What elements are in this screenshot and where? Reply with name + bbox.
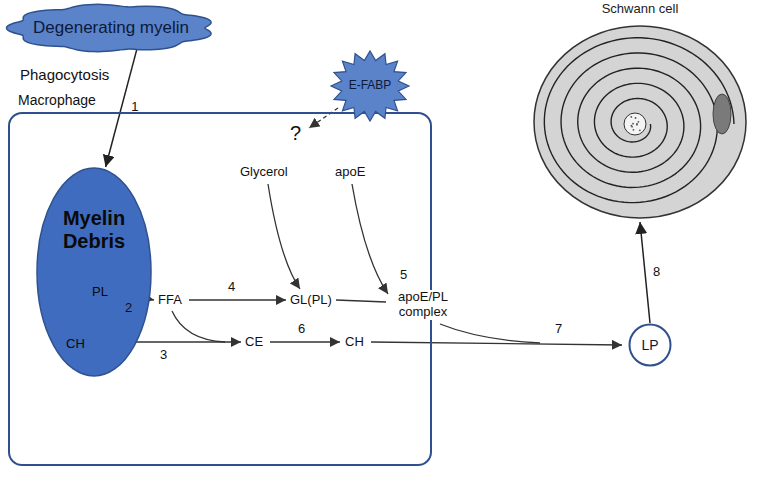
pathway-label: FFA (158, 293, 182, 308)
myelin-debris-ellipse: Myelin DebrisPL CH (36, 167, 152, 377)
pathway-label: apoE (335, 165, 365, 180)
pathway-label: CH (345, 335, 364, 350)
axon-dot (636, 124, 638, 126)
step-number: 3 (160, 348, 167, 363)
lipid-label: PL (92, 285, 108, 300)
axon-dot (630, 125, 632, 127)
step-number: 6 (298, 322, 305, 337)
axon-dot (636, 123, 638, 125)
ch-to-lp-arrow (371, 342, 622, 345)
lipoprotein-circle: LP (628, 323, 672, 367)
step-number: 8 (653, 265, 660, 280)
node-label: LP (641, 337, 658, 353)
axon-dot (639, 129, 641, 131)
axon-dot (630, 116, 632, 118)
step-number: 7 (555, 322, 562, 337)
axon-dot (637, 121, 639, 123)
step-number: 1 (131, 100, 138, 115)
flow-arrow (640, 222, 650, 323)
pathway-label: GL(PL) (290, 293, 332, 308)
cloud-node: Degenerating myelin (4, 2, 218, 54)
pathway-label: CE (245, 335, 263, 350)
lp-shape (630, 325, 671, 366)
axon-dot (632, 123, 634, 125)
myelin-spiral (544, 38, 734, 203)
efabp-dashed-arrow (309, 108, 338, 128)
apoe-arrow (352, 184, 388, 294)
cell-body (534, 26, 746, 218)
macrophage-box: Myelin DebrisPLCHMacrophage (8, 112, 432, 466)
pathway-label: Phagocytosis (20, 66, 109, 83)
glpl-to-complex-line (336, 300, 386, 302)
cell-heading: Schwann cell (530, 2, 750, 17)
ce-to-ch-arrow (270, 341, 340, 342)
glycerol-arrow (268, 184, 300, 289)
node-label: E-FABP (349, 79, 392, 93)
cloud-shape (6, 4, 211, 51)
step-number: 5 (400, 268, 407, 283)
step-number: 2 (125, 301, 132, 316)
schwann-cell-outline (530, 22, 750, 222)
ellipse-title: Myelin Debris (49, 207, 139, 253)
starburst-shape (331, 51, 409, 121)
debris-shape (37, 168, 151, 376)
starburst-node: E-FABP (330, 50, 410, 122)
ffa-to-glpl-arrow (189, 299, 286, 300)
lipid-label: CH (66, 337, 85, 352)
schwann-cell: Schwann cell (530, 22, 750, 222)
ffa-to-ce-line (172, 311, 225, 342)
node-label: Degenerating myelin (33, 18, 189, 38)
box-heading: Macrophage (18, 92, 96, 108)
nucleus (713, 94, 731, 134)
axon-dot (633, 129, 635, 131)
pathway-label: Glycerol (240, 165, 288, 180)
pathway-label: ? (290, 122, 301, 145)
myelin-debris-ellipse-outline (36, 167, 152, 377)
axon-dot (635, 117, 637, 119)
pathway-label: apoE/PL complex (392, 290, 454, 320)
complex-merge-line (440, 324, 540, 343)
axon (624, 113, 646, 135)
step-number: 4 (228, 280, 235, 295)
